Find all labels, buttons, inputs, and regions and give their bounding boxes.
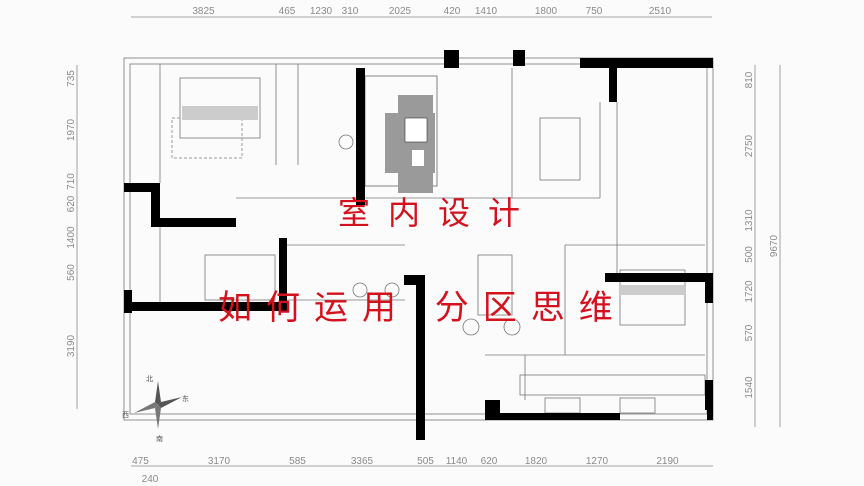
- dimension-top: 3825: [192, 6, 215, 17]
- feature-wall: [364, 75, 438, 193]
- dimension-bottom: 2190: [656, 456, 679, 467]
- dimension-left: 710: [66, 173, 77, 190]
- walls: [124, 50, 713, 440]
- compass-west: 西: [122, 411, 129, 419]
- dimension-right: 1540: [744, 376, 755, 399]
- compass-south: 南: [156, 434, 163, 443]
- dimension-bottom: 3170: [208, 456, 231, 467]
- compass-east: 东: [182, 394, 189, 403]
- dimension-bottom: 620: [481, 456, 498, 467]
- dimension-right-total: 9670: [769, 234, 780, 257]
- bed-blanket: [182, 106, 258, 120]
- overlay-title: 室内设计: [338, 194, 539, 232]
- dimension-left: 735: [66, 70, 77, 87]
- dimension-labels: 3825 465 1230 310 2025 420 1410 1800 750 2510 735 1…: [66, 6, 780, 485]
- dimension-right: 500: [744, 246, 755, 263]
- dimension-top: 1410: [475, 6, 498, 17]
- dimension-left: 620: [66, 195, 77, 212]
- dimension-right: 810: [744, 71, 755, 88]
- dimension-bottom: 505: [417, 456, 434, 467]
- dimension-right: 570: [744, 324, 755, 341]
- dimension-top: 465: [279, 6, 296, 17]
- dimension-top: 2510: [649, 6, 672, 17]
- dimension-top: 2025: [389, 6, 412, 17]
- dimension-bottom: 1270: [586, 456, 609, 467]
- dimension-right: 2750: [744, 134, 755, 157]
- dimension-bottom: 1140: [446, 456, 468, 467]
- dimension-top: 750: [586, 6, 603, 17]
- overlay-subtitle: 如何运用 分区思维: [218, 288, 627, 328]
- dimension-top: 1800: [535, 6, 558, 17]
- compass-north: 北: [146, 375, 153, 383]
- dimension-top: 1230: [310, 6, 333, 17]
- dimension-bottom: 475: [132, 456, 149, 467]
- dimension-top: 420: [444, 6, 461, 17]
- dimension-left: 3190: [66, 334, 77, 357]
- dimension-bottom-extra: 240: [142, 474, 159, 485]
- dimension-lines: [76, 16, 781, 467]
- dimension-bottom: 1820: [525, 456, 548, 467]
- dimension-left: 1400: [66, 226, 77, 249]
- dimension-top: 310: [342, 6, 359, 17]
- dimension-right: 1310: [744, 209, 755, 232]
- dimension-right: 1720: [744, 280, 755, 303]
- dimension-bottom: 3365: [351, 456, 374, 467]
- compass-rose: 北 东 南 西: [122, 375, 189, 443]
- dimension-left: 560: [66, 264, 77, 281]
- dimension-bottom: 585: [289, 456, 306, 467]
- dimension-left: 1970: [66, 118, 77, 141]
- bed-blanket-2: [620, 285, 685, 295]
